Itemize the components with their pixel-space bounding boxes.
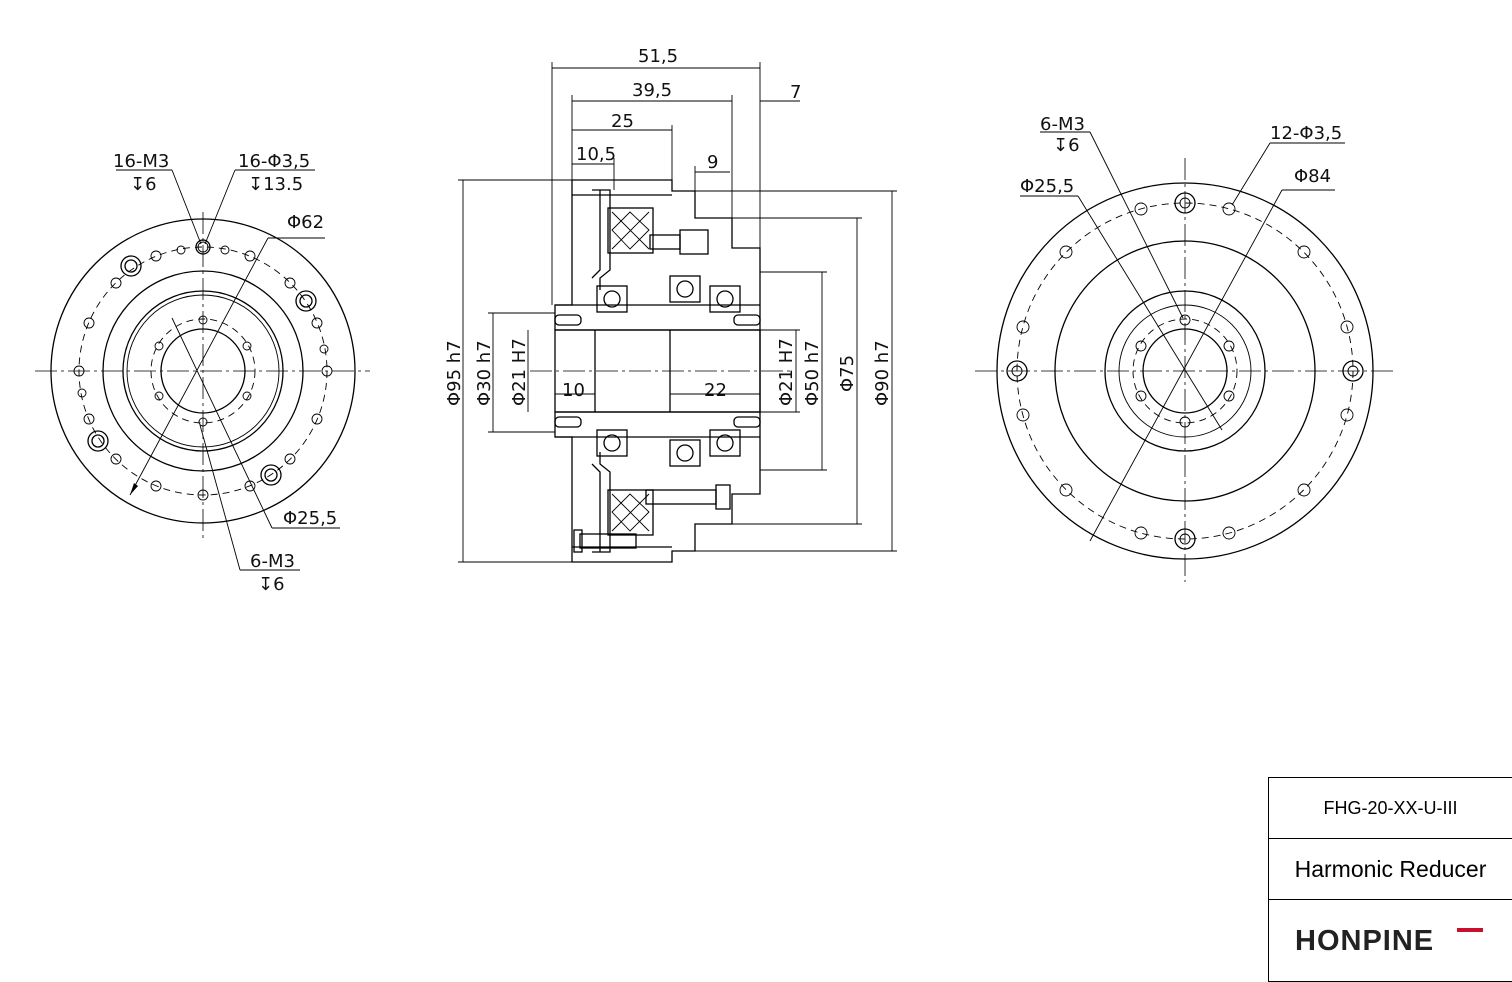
front-holes-m3-label: 16-M3 [113,151,169,172]
section-dia-95: Φ95 h7 [444,340,465,406]
section-view [458,62,897,563]
section-len-total: 51,5 [638,46,678,67]
section-dia-75: Φ75 [837,355,858,392]
front-outer-holes [73,239,333,501]
title-block-model-cell: FHG-20-XX-U-III [1269,778,1512,839]
front-view [35,169,370,571]
rear-pcd-outer-label: Φ84 [1294,166,1331,187]
section-dia-50: Φ50 h7 [802,340,823,406]
front-pcd-inner-label: Φ25,5 [283,508,337,529]
ball-bearings [596,275,741,467]
section-len-7: 7 [790,82,801,103]
front-holes-d35-depth: ↧13.5 [248,174,303,195]
rear-view [975,131,1395,582]
rear-holes-d35-label: 12-Φ3,5 [1270,123,1342,144]
rear-inner-m3-depth: ↧6 [1053,135,1080,156]
section-len-10: 10 [562,380,585,401]
title-block-logo-cell: HONPINE [1269,900,1512,980]
title-block: FHG-20-XX-U-III Harmonic Reducer HONPINE [1268,777,1512,982]
title-block-name-cell: Harmonic Reducer [1269,839,1512,900]
front-pcd-outer-label: Φ62 [287,212,324,233]
front-inner-m3-depth: ↧6 [258,574,285,595]
section-dia-30: Φ30 h7 [474,340,495,406]
section-len-22: 22 [704,380,727,401]
upper-cross-roller-bearing [607,207,654,254]
product-name: Harmonic Reducer [1294,855,1487,882]
rear-outer-holes [1006,192,1364,550]
rear-inner-holes [1135,314,1235,428]
honpine-logo: HONPINE [1295,925,1483,957]
model-number: FHG-20-XX-U-III [1323,797,1458,818]
rear-pcd-inner-label: Φ25,5 [1020,176,1074,197]
section-dia-21-left: Φ21 H7 [509,338,530,406]
lower-cross-roller-bearing [607,489,654,536]
rear-inner-m3-label: 6-M3 [1040,114,1085,135]
section-dia-21-right: Φ21 H7 [776,338,797,406]
section-len-105: 10,5 [576,144,616,165]
front-inner-m3-label: 6-M3 [250,551,295,572]
section-len-395: 39,5 [632,80,672,101]
front-inner-holes [154,315,252,427]
section-dimension-lines [458,62,897,563]
section-len-9: 9 [707,152,718,173]
section-len-25: 25 [611,111,634,132]
section-dia-90: Φ90 h7 [872,340,893,406]
logo-wordmark: HONPINE [1295,925,1434,957]
front-holes-m3-depth: ↧6 [130,174,157,195]
front-holes-d35-label: 16-Φ3,5 [238,151,310,172]
